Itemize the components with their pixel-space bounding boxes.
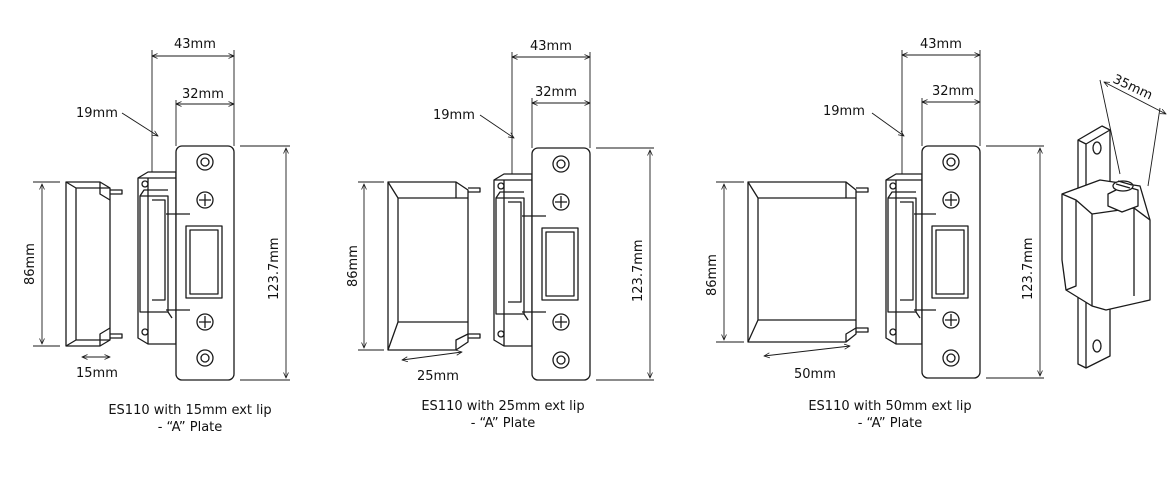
dim-86mm-label: 86mm [346,245,361,287]
dim-15mm-label: 15mm [76,366,118,381]
group-25mm: 43mm 32mm 19mm 123.7mm 86mm 25mm [346,39,654,384]
dim-19mm-label: 19mm [823,104,865,119]
face-plate-25mm [522,147,591,381]
strike-body-15mm [137,171,177,345]
face-plate-15mm [166,145,235,381]
dim-123mm-label: 123.7mm [267,237,282,300]
strike-body-25mm [493,173,533,347]
caption-25mm: ES110 with 25mm ext lip - “A” Plate [373,398,633,432]
caption-25mm-line2: - “A” Plate [470,416,536,431]
lip-extension-25mm [387,181,481,351]
caption-50mm-line2: - “A” Plate [857,416,923,431]
caption-15mm: ES110 with 15mm ext lip - “A” Plate [60,402,320,436]
dim-25mm-label: 25mm [417,369,459,384]
group-15mm: 43mm 32mm 19mm 123.7mm 86mm 15mm [23,37,290,381]
dim-43mm-label: 43mm [920,37,962,52]
caption-15mm-line2: - “A” Plate [157,420,223,435]
dim-43mm-label: 43mm [174,37,216,52]
dim-123mm-label: 123.7mm [1021,237,1036,300]
dim-35mm-label: 35mm [1110,72,1154,103]
dim-19mm-label: 19mm [433,108,475,123]
dim-86mm-label: 86mm [705,254,720,296]
face-plate-50mm [914,145,981,379]
group-50mm: 43mm 32mm 19mm 123.7mm 86mm 50mm [705,37,1044,382]
dim-19mm-label: 19mm [76,106,118,121]
dim-86mm-label: 86mm [23,243,38,285]
dimensions-15mm: 43mm 32mm 19mm 123.7mm 86mm 15mm [23,37,290,381]
dimensions-50mm: 43mm 32mm 19mm 123.7mm 86mm 50mm [705,37,1044,382]
lip-extension-50mm [747,181,869,343]
strike-body-50mm [885,173,923,345]
caption-50mm-line1: ES110 with 50mm ext lip [808,399,972,414]
dimensions-25mm: 43mm 32mm 19mm 123.7mm 86mm 25mm [346,39,654,384]
caption-25mm-line1: ES110 with 25mm ext lip [421,399,585,414]
caption-15mm-line1: ES110 with 15mm ext lip [108,403,272,418]
caption-50mm: ES110 with 50mm ext lip - “A” Plate [760,398,1020,432]
side-view: 35mm [1061,72,1166,369]
dim-32mm-label: 32mm [535,85,577,100]
dim-50mm-label: 50mm [794,367,836,382]
dim-43mm-label: 43mm [530,39,572,54]
dim-123mm-label: 123.7mm [631,239,646,302]
dim-32mm-label: 32mm [932,84,974,99]
lip-extension-15mm [65,181,123,347]
dim-32mm-label: 32mm [182,87,224,102]
